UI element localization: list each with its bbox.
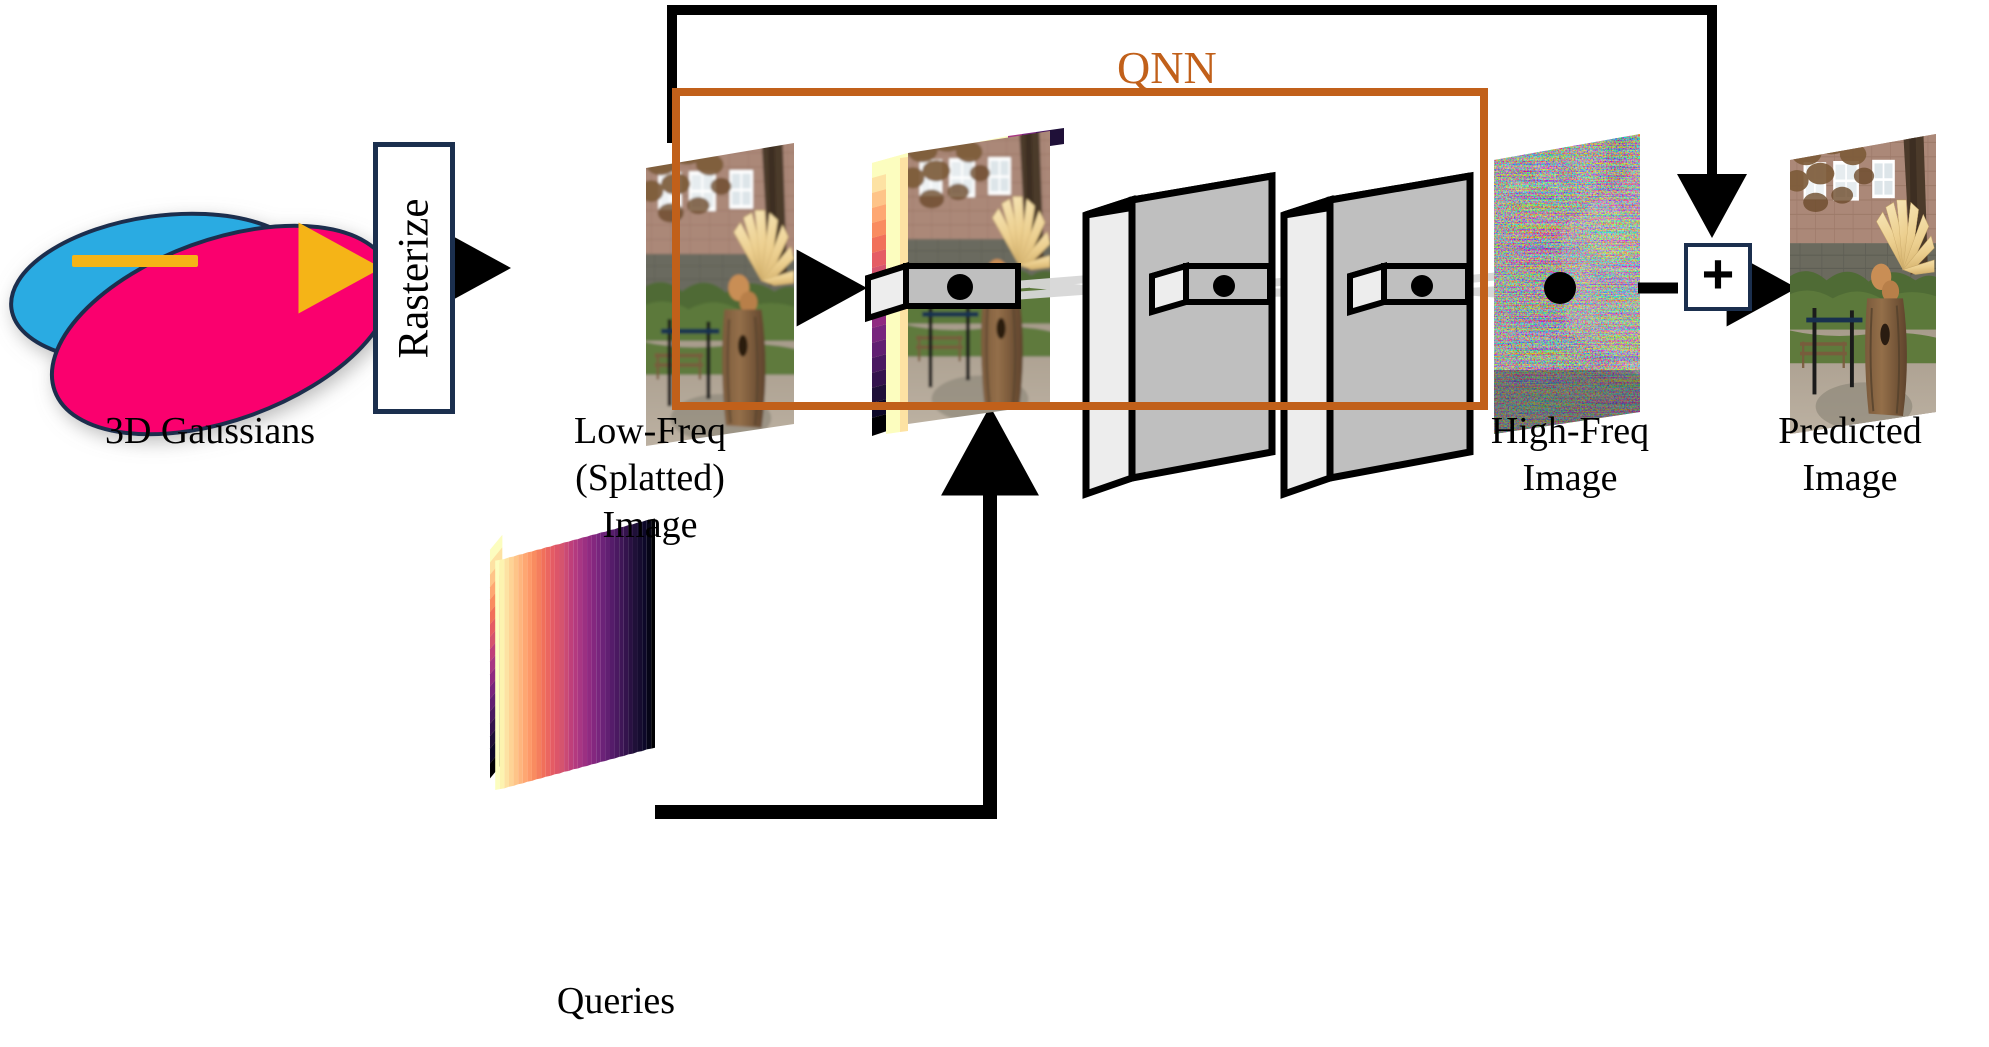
- sum-operator-box[interactable]: +: [1684, 243, 1752, 311]
- qnn-kernel-0: [865, 261, 1021, 323]
- edge-queries-to-qnn: [655, 406, 1039, 819]
- queries-slab: [490, 518, 655, 791]
- qnn-kernel-1: [1149, 261, 1273, 317]
- qnn-kernel-2: [1347, 261, 1471, 317]
- rasterize-label: Rasterize: [390, 198, 438, 358]
- label-queries: Queries: [556, 980, 676, 1022]
- high-freq-image-plane: [1494, 134, 1640, 434]
- label-3d-gaussians: 3D Gaussians: [104, 410, 316, 452]
- gaussian-axis-bar: [72, 255, 198, 267]
- label-low-freq-image: Low-Freq (Splatted) Image: [574, 410, 726, 546]
- qnn-group-box[interactable]: [672, 88, 1488, 410]
- plus-icon: +: [1701, 242, 1735, 305]
- rasterize-box[interactable]: Rasterize: [373, 142, 455, 414]
- predicted-image-plane: [1790, 134, 1936, 434]
- edge-skip-lowfreq-to-sum: [667, 5, 1747, 238]
- label-predicted-image: Predicted Image: [1778, 410, 1922, 499]
- qnn-label: QNN: [1117, 42, 1217, 93]
- label-high-freq-image: High-Freq Image: [1490, 410, 1650, 499]
- queries-front-face: [495, 518, 655, 791]
